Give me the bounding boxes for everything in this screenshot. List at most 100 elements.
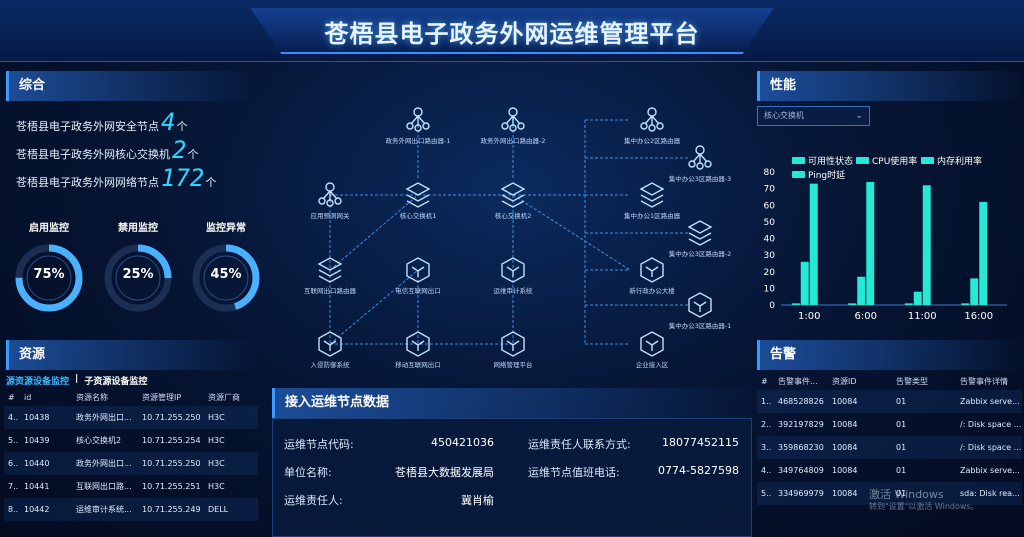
table-cell: 核心交换机2: [76, 436, 122, 445]
table-cell: 7..: [8, 482, 19, 491]
column-header: #: [8, 392, 15, 402]
topology-node-label: 运维审计系统: [494, 286, 534, 295]
y-tick-label: 70: [764, 185, 776, 195]
owner-label: 运维责任人:: [284, 494, 343, 507]
bar-group: [904, 185, 931, 305]
layers-icon: [500, 182, 526, 208]
summary-label: 苍梧县电子政务外网网络节点: [16, 176, 159, 189]
bar-group: [961, 201, 988, 305]
tab-separator: |: [75, 374, 79, 384]
topology-node-label: 企业接入区: [636, 360, 669, 369]
x-tick-label: 6:00: [855, 311, 877, 322]
gauge-inner-ring: [26, 255, 72, 301]
topology-node-tel[interactable]: 电信互联网出口: [395, 257, 441, 295]
gauge-disabled-monitoring: 禁用监控 25%: [102, 219, 174, 314]
node-code-label: 运维节点代码:: [284, 438, 354, 451]
table-cell: H3C: [208, 436, 225, 445]
topology-node-gw[interactable]: 应用预测网关: [311, 182, 351, 220]
topology-node-label: 集中办公1区路由器: [624, 211, 681, 220]
topology-node-r5[interactable]: 集中办公1区路由器: [624, 182, 681, 220]
summary-value: 2: [172, 136, 187, 164]
bar-内存利用率: [979, 201, 988, 305]
table-cell: 01: [892, 436, 956, 459]
topology-node-audit[interactable]: 运维审计系统: [494, 257, 534, 295]
duty-phone-label: 运维节点值班电话:: [528, 466, 620, 479]
legend-availability: 可用性状态: [792, 154, 853, 167]
topology-node-label: 集中办公3区路由器-2: [669, 249, 732, 258]
summary-label: 苍梧县电子政务外网安全节点: [16, 120, 159, 133]
topology-node-bldg[interactable]: 新行政办公大楼: [629, 257, 675, 295]
column-header: 告警事件详情: [960, 376, 1008, 386]
owner-contact-value: 18077452115: [662, 436, 739, 449]
bar-内存利用率: [866, 181, 875, 305]
bar-内存利用率: [809, 183, 818, 305]
access-node-panel: [272, 418, 752, 537]
topology-node-label: 移动互联网出口: [395, 360, 441, 369]
topology-node-r1[interactable]: 政务外网出口路由器-1: [386, 107, 451, 145]
device-select[interactable]: 核心交换机 ⌄: [757, 106, 870, 126]
column-header: 告警事件...: [778, 376, 818, 386]
topology-node-inet[interactable]: 互联网出口路由器: [304, 257, 357, 295]
table-cell: 互联网出口路...: [76, 482, 132, 491]
gauge-label: 禁用监控: [118, 223, 158, 234]
owner-contact-label: 运维责任人联系方式:: [528, 438, 631, 451]
tab-child-resource-monitoring[interactable]: 子资源设备监控: [84, 377, 148, 387]
legend-swatch: [921, 157, 934, 164]
layers-icon: [687, 220, 713, 246]
chevron-down-icon: ⌄: [855, 111, 863, 121]
topology-node-ent[interactable]: 企业接入区: [636, 331, 669, 369]
bar-CPU使用率: [970, 278, 979, 305]
topology-node-r2[interactable]: 政务外网出口路由器-2: [481, 107, 546, 145]
y-tick-label: 20: [764, 268, 776, 278]
gauge-label: 监控异常: [206, 223, 246, 234]
y-tick-label: 10: [764, 284, 776, 294]
table-cell: H3C: [208, 482, 225, 491]
table-cell: 1..: [757, 390, 774, 413]
topology-node-r6[interactable]: 集中办公3区路由器-2: [669, 220, 732, 258]
topology-node-nms[interactable]: 网络管理平台: [494, 331, 533, 369]
access-panel-title: 接入运维节点数据: [272, 388, 752, 418]
tab-source-resource-monitoring[interactable]: 源资源设备监控: [6, 377, 70, 387]
summary-value: 172: [161, 164, 205, 192]
router-icon: [406, 107, 430, 132]
topology-node-label: 政务外网出口路由器-1: [386, 136, 451, 145]
legend-swatch: [792, 171, 805, 178]
table-cell: 10441: [24, 482, 50, 491]
topology-node-sw2[interactable]: 核心交换机2: [495, 182, 532, 220]
legend-swatch: [856, 157, 869, 164]
table-cell: 10084: [832, 420, 858, 429]
summary-network-nodes: 苍梧县电子政务外网网络节点 172 个: [16, 164, 216, 190]
topology-node-r7[interactable]: 集中办公3区路由器-1: [669, 292, 732, 330]
duty-phone-value: 0774-5827598: [658, 464, 739, 477]
cube-icon: [406, 331, 430, 357]
x-tick-label: 11:00: [908, 311, 937, 322]
topology-node-sw1[interactable]: 核心交换机1: [400, 182, 437, 220]
topology-node-mob[interactable]: 移动互联网出口: [395, 331, 441, 369]
topology-node-label: 网络管理平台: [494, 360, 533, 369]
topology-node-ips[interactable]: 入侵防御系统: [311, 331, 351, 369]
topology-node-r3[interactable]: 集中办公2区路由器: [624, 107, 681, 145]
legend-label: Ping时延: [808, 171, 846, 181]
owner-value: 冀肖榆: [461, 494, 494, 507]
link: [512, 194, 631, 271]
gauge-ring: [104, 244, 172, 312]
x-tick-label: 1:00: [798, 311, 820, 322]
topology-node-r4[interactable]: 集中办公3区路由器-3: [669, 145, 732, 183]
table-cell: 468528826: [774, 390, 828, 413]
summary-unit: 个: [187, 148, 199, 161]
bar-内存利用率: [922, 185, 931, 305]
table-cell: 10438: [20, 406, 72, 429]
